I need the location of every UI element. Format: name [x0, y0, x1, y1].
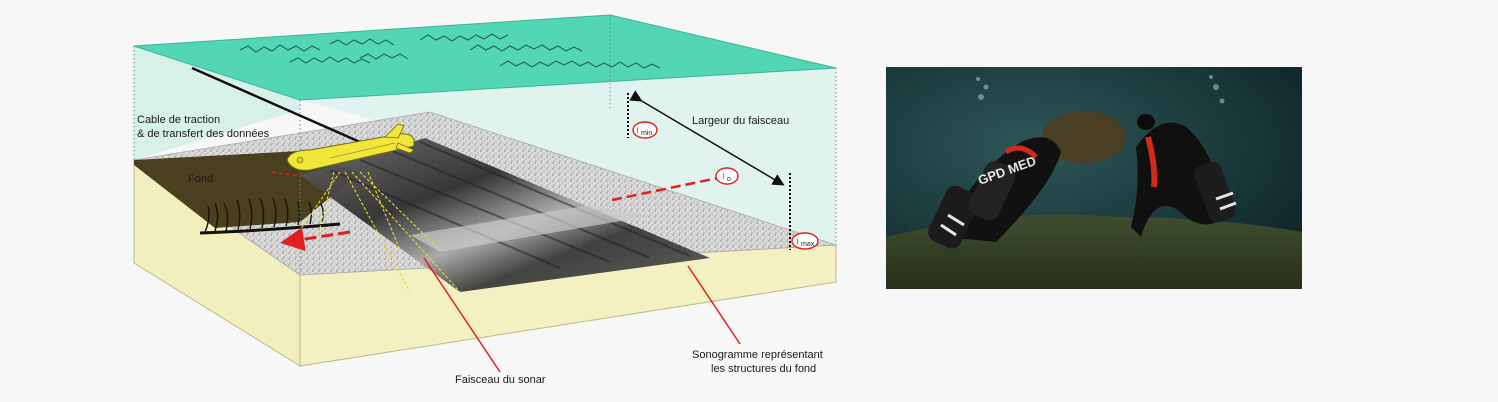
lmax-marker: l max — [792, 233, 818, 249]
svg-text:o: o — [727, 176, 731, 183]
seafloor-label: Fond — [188, 173, 213, 185]
beam-width-label: Largeur du faisceau — [692, 115, 789, 127]
cable-label-line2: & de transfert des données — [137, 128, 270, 140]
lo-marker: l o — [716, 168, 738, 184]
sonogram-label-line1: Sonogramme représentant — [692, 349, 823, 361]
sonogram-label-line2: les structures du fond — [711, 363, 816, 375]
svg-text:min: min — [641, 130, 652, 137]
sonar-beam-label: Faisceau du sonar — [455, 374, 546, 386]
divers-photo-illustration: GPD MED — [886, 67, 1302, 289]
divers-photo: GPD MED — [886, 67, 1302, 289]
svg-text:max: max — [801, 241, 815, 248]
lmin-marker: l min — [633, 122, 657, 138]
cable-label-line1: Cable de traction — [137, 114, 220, 126]
